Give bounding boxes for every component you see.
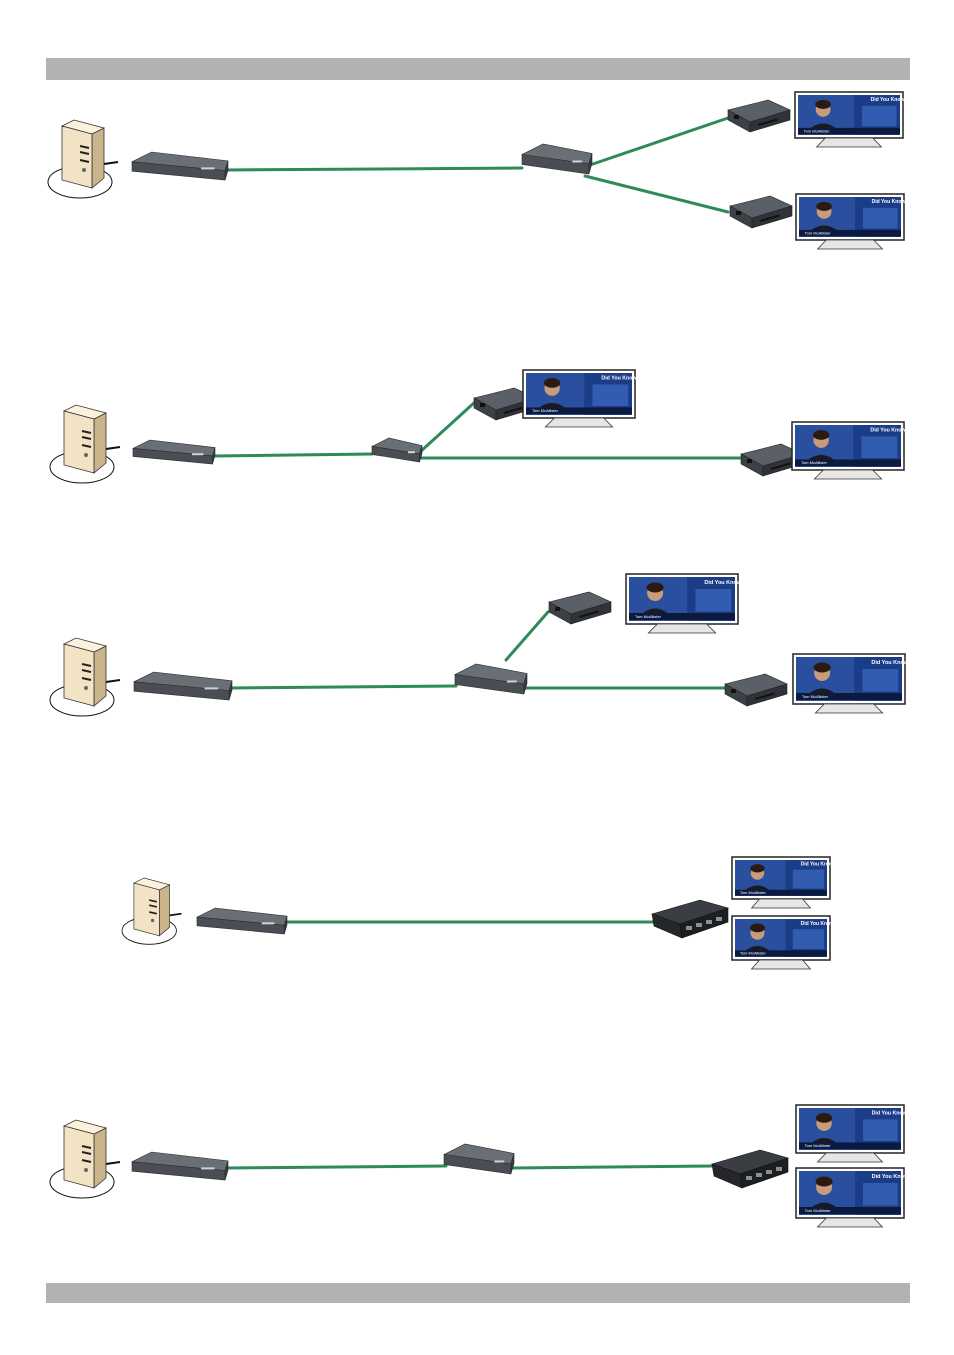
network-cable [585,176,728,212]
flat-screen-display-icon: Did You Know? Tom McAllister [796,1168,912,1227]
network-transmitter-icon [134,672,232,700]
display-name: Tom McAllister [532,408,559,413]
network-receiver-icon [549,592,611,624]
network-splitter-icon [444,1144,514,1174]
network-transmitter-icon [197,908,287,934]
display-name: Tom McAllister [635,614,662,619]
dual-head-receiver-icon [652,900,728,938]
network-receiver-icon [730,196,792,228]
network-cable [230,686,456,688]
display-headline: Did You Know? [870,428,908,434]
network-cable [420,402,475,452]
flat-screen-display-icon: Did You Know? Tom McAllister [523,370,640,427]
network-transmitter-icon [132,152,228,180]
display-headline: Did You Know? [872,1111,910,1117]
flat-screen-display-icon: Did You Know? Tom McAllister [732,857,837,908]
flat-screen-display-icon: Did You Know? Tom McAllister [795,92,907,147]
network-cable [226,168,522,170]
network-cable [226,1166,446,1168]
server-tower-icon [48,120,118,198]
display-headline: Did You Know? [871,660,912,666]
display-headline: Did You Know? [801,861,837,867]
display-headline: Did You Know? [871,97,908,103]
display-headline: Did You Know? [601,376,639,382]
display-name: Tom McAllister [740,890,767,895]
display-name: Tom McAllister [740,951,767,956]
server-tower-icon [50,638,120,716]
network-receiver-icon [725,674,787,706]
network-transmitter-icon [132,1152,228,1180]
network-cable [512,1166,712,1168]
display-headline: Did You Know? [704,580,745,586]
display-name: Tom McAllister [801,460,828,465]
display-name: Tom McAllister [805,1208,832,1213]
server-tower-icon [50,405,120,483]
display-name: Tom McAllister [804,128,831,133]
network-transmitter-icon [133,440,215,464]
display-name: Tom McAllister [805,230,832,235]
server-tower-icon [50,1120,120,1198]
server-tower-icon [122,878,182,944]
network-splitter-icon [372,438,422,462]
flat-screen-display-icon: Did You Know? Tom McAllister [796,194,908,249]
flat-screen-display-icon: Did You Know? Tom McAllister [792,422,909,479]
network-receiver-icon [728,100,790,132]
network-splitter-icon [522,144,592,174]
dual-head-receiver-icon [712,1150,788,1188]
display-headline: Did You Know? [872,199,909,205]
network-cable [506,612,548,660]
flat-screen-display-icon: Did You Know? Tom McAllister [626,574,745,633]
display-name: Tom McAllister [805,1143,832,1148]
flat-screen-display-icon: Did You Know? Tom McAllister [732,916,837,969]
network-splitter-icon [455,664,527,694]
display-headline: Did You Know? [801,921,837,927]
network-cable [590,118,728,165]
display-name: Tom McAllister [802,694,829,699]
flat-screen-display-icon: Did You Know? Tom McAllister [796,1105,910,1162]
network-cable [213,454,372,456]
flat-screen-display-icon: Did You Know? Tom McAllister [793,654,912,713]
display-headline: Did You Know? [872,1174,913,1180]
